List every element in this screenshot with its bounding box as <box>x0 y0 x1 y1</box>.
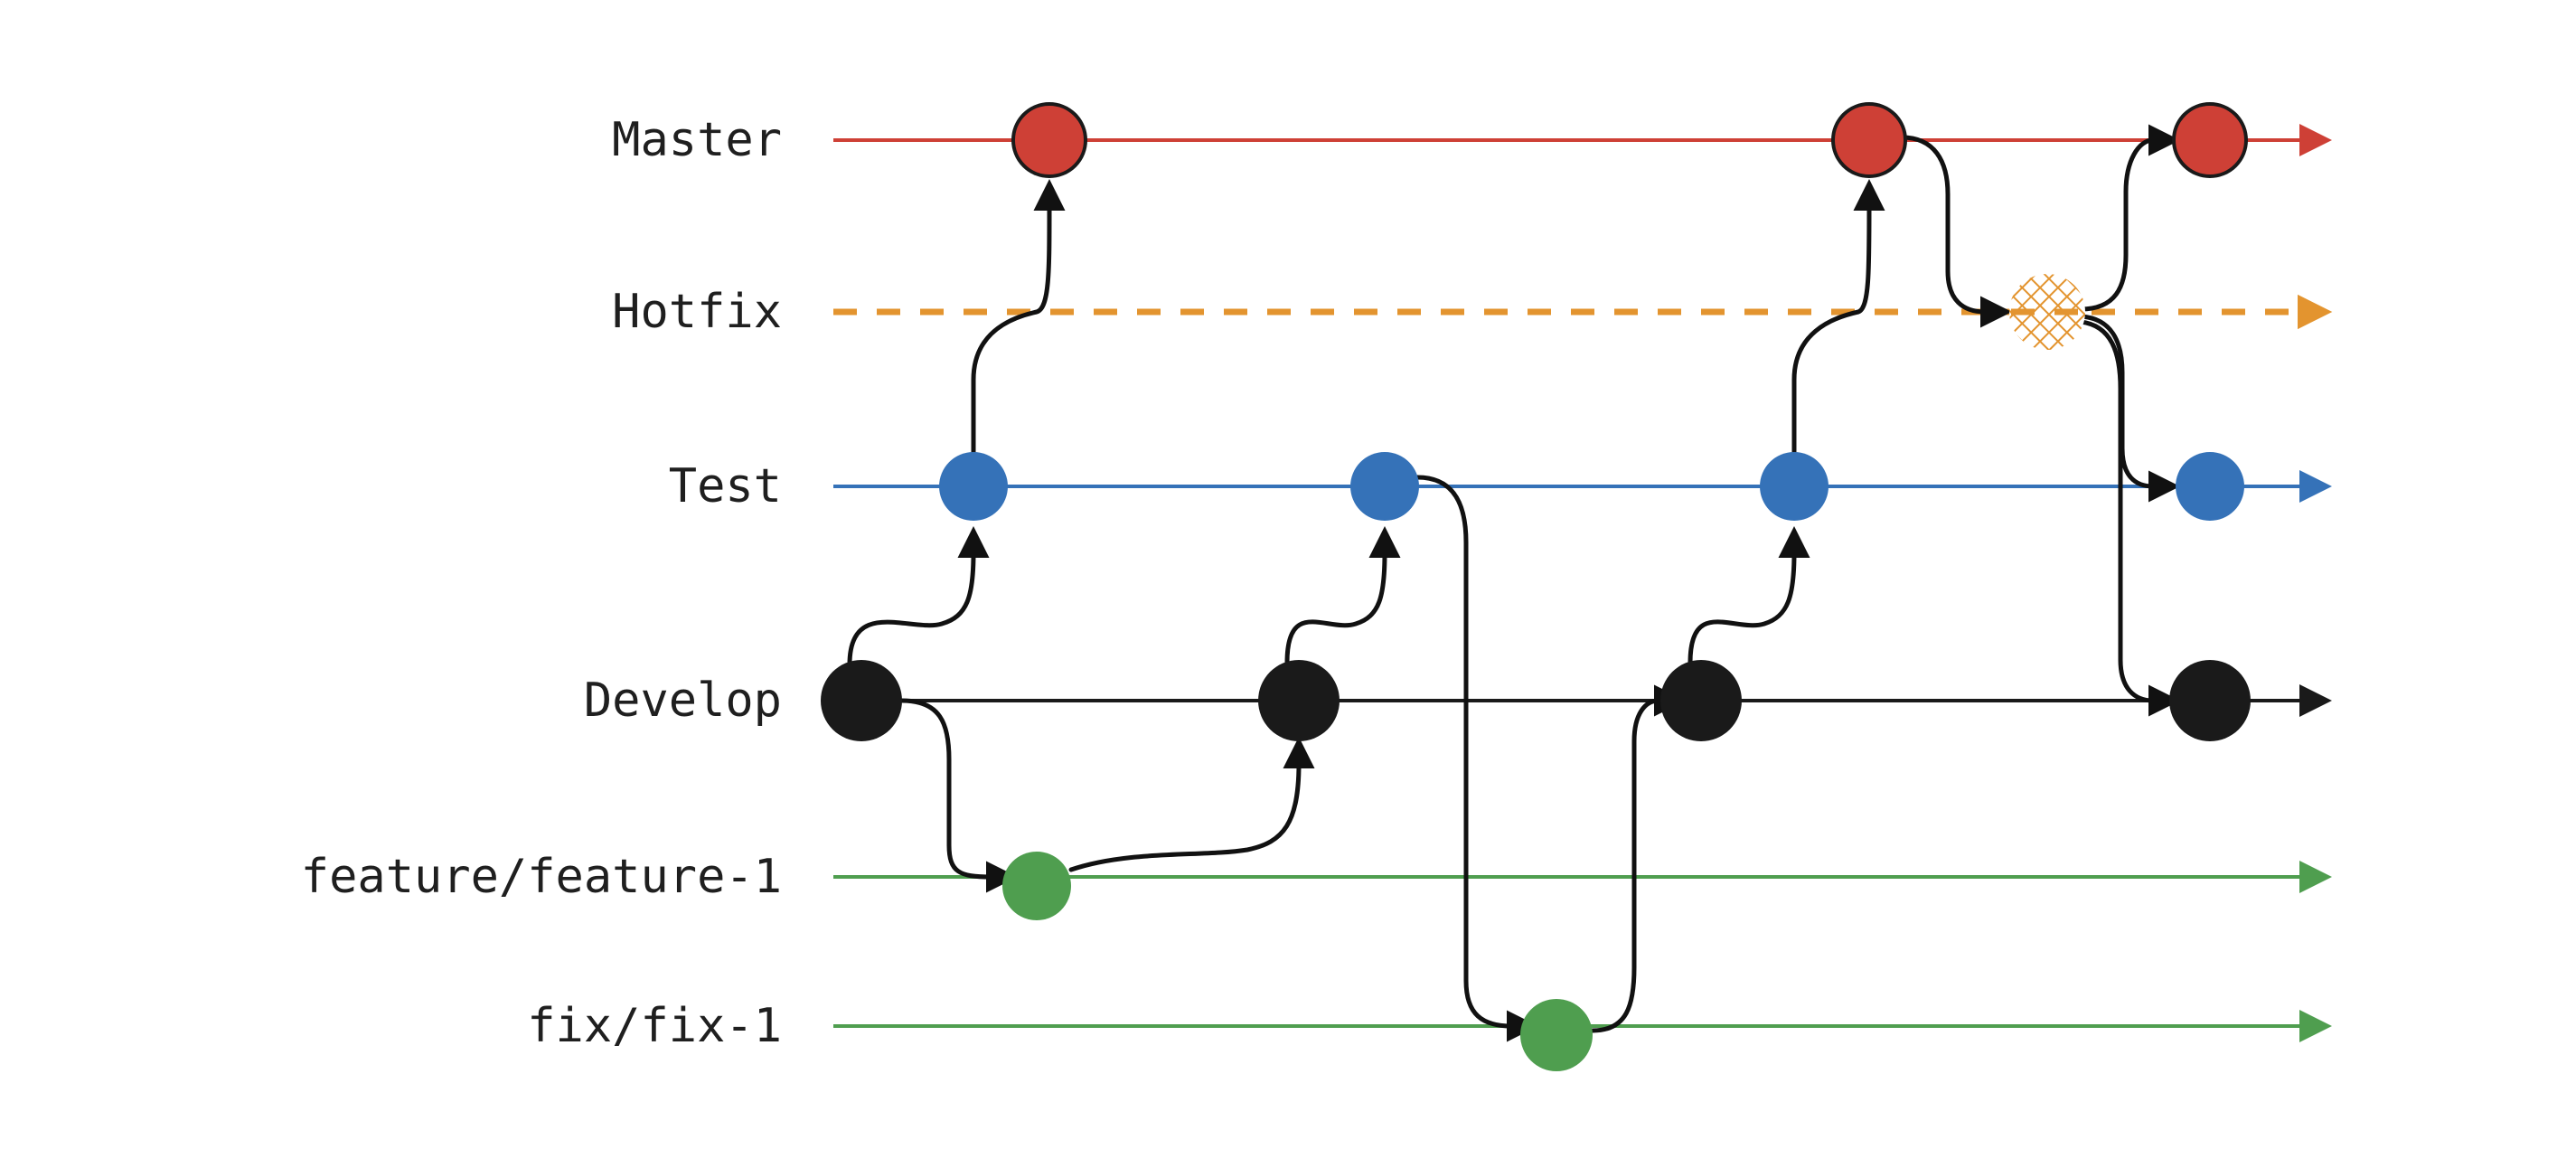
edge-test3-to-master2 <box>1791 179 1885 455</box>
edge-test1-to-master1 <box>971 179 1066 455</box>
commit-node-develop-2[interactable] <box>1258 660 1340 741</box>
lane-label-develop: Develop <box>583 673 782 728</box>
lane-label-fix: fix/fix-1 <box>527 999 782 1053</box>
edge-develop3-to-test3 <box>1688 526 1810 665</box>
edge-hotfix1-to-develop4 <box>2078 319 2180 717</box>
commit-node-develop-3[interactable] <box>1660 660 1742 741</box>
edge-fix1-to-develop3 <box>1590 684 1686 1033</box>
commit-node-master-3[interactable] <box>2172 102 2248 178</box>
edge-develop1-to-feature1 <box>899 698 1018 893</box>
lane-label-test: Test <box>668 459 782 513</box>
commit-node-fix-1[interactable] <box>1520 999 1593 1071</box>
commit-node-hotfix-1[interactable] <box>2009 274 2085 350</box>
commit-node-test-1[interactable] <box>939 452 1008 521</box>
edge-hotfix1-to-test4 <box>2078 314 2180 503</box>
commit-node-master-1[interactable] <box>1011 102 1087 178</box>
lane-label-master: Master <box>612 113 782 167</box>
commit-node-feature-1[interactable] <box>1002 852 1071 920</box>
edge-hotfix1-to-master3 <box>2078 124 2180 312</box>
commit-node-test-4[interactable] <box>2176 452 2244 521</box>
commit-nodes <box>821 102 2251 1071</box>
commit-node-test-3[interactable] <box>1760 452 1829 521</box>
lane-label-hotfix: Hotfix <box>612 285 782 339</box>
commit-node-develop-1[interactable] <box>821 660 902 741</box>
commit-node-develop-4[interactable] <box>2169 660 2251 741</box>
commit-node-test-2[interactable] <box>1350 452 1419 521</box>
edge-develop1-to-test1 <box>847 526 990 667</box>
edge-master2-to-hotfix1 <box>1899 135 2012 328</box>
commit-node-master-2[interactable] <box>1831 102 1907 178</box>
lane-label-feature: feature/feature-1 <box>300 850 782 904</box>
connector-edges <box>847 124 2180 1042</box>
edge-test2-to-fix1 <box>1415 475 1538 1042</box>
edge-develop2-to-test2 <box>1284 526 1401 665</box>
edge-feature1-to-develop2 <box>1068 737 1315 872</box>
